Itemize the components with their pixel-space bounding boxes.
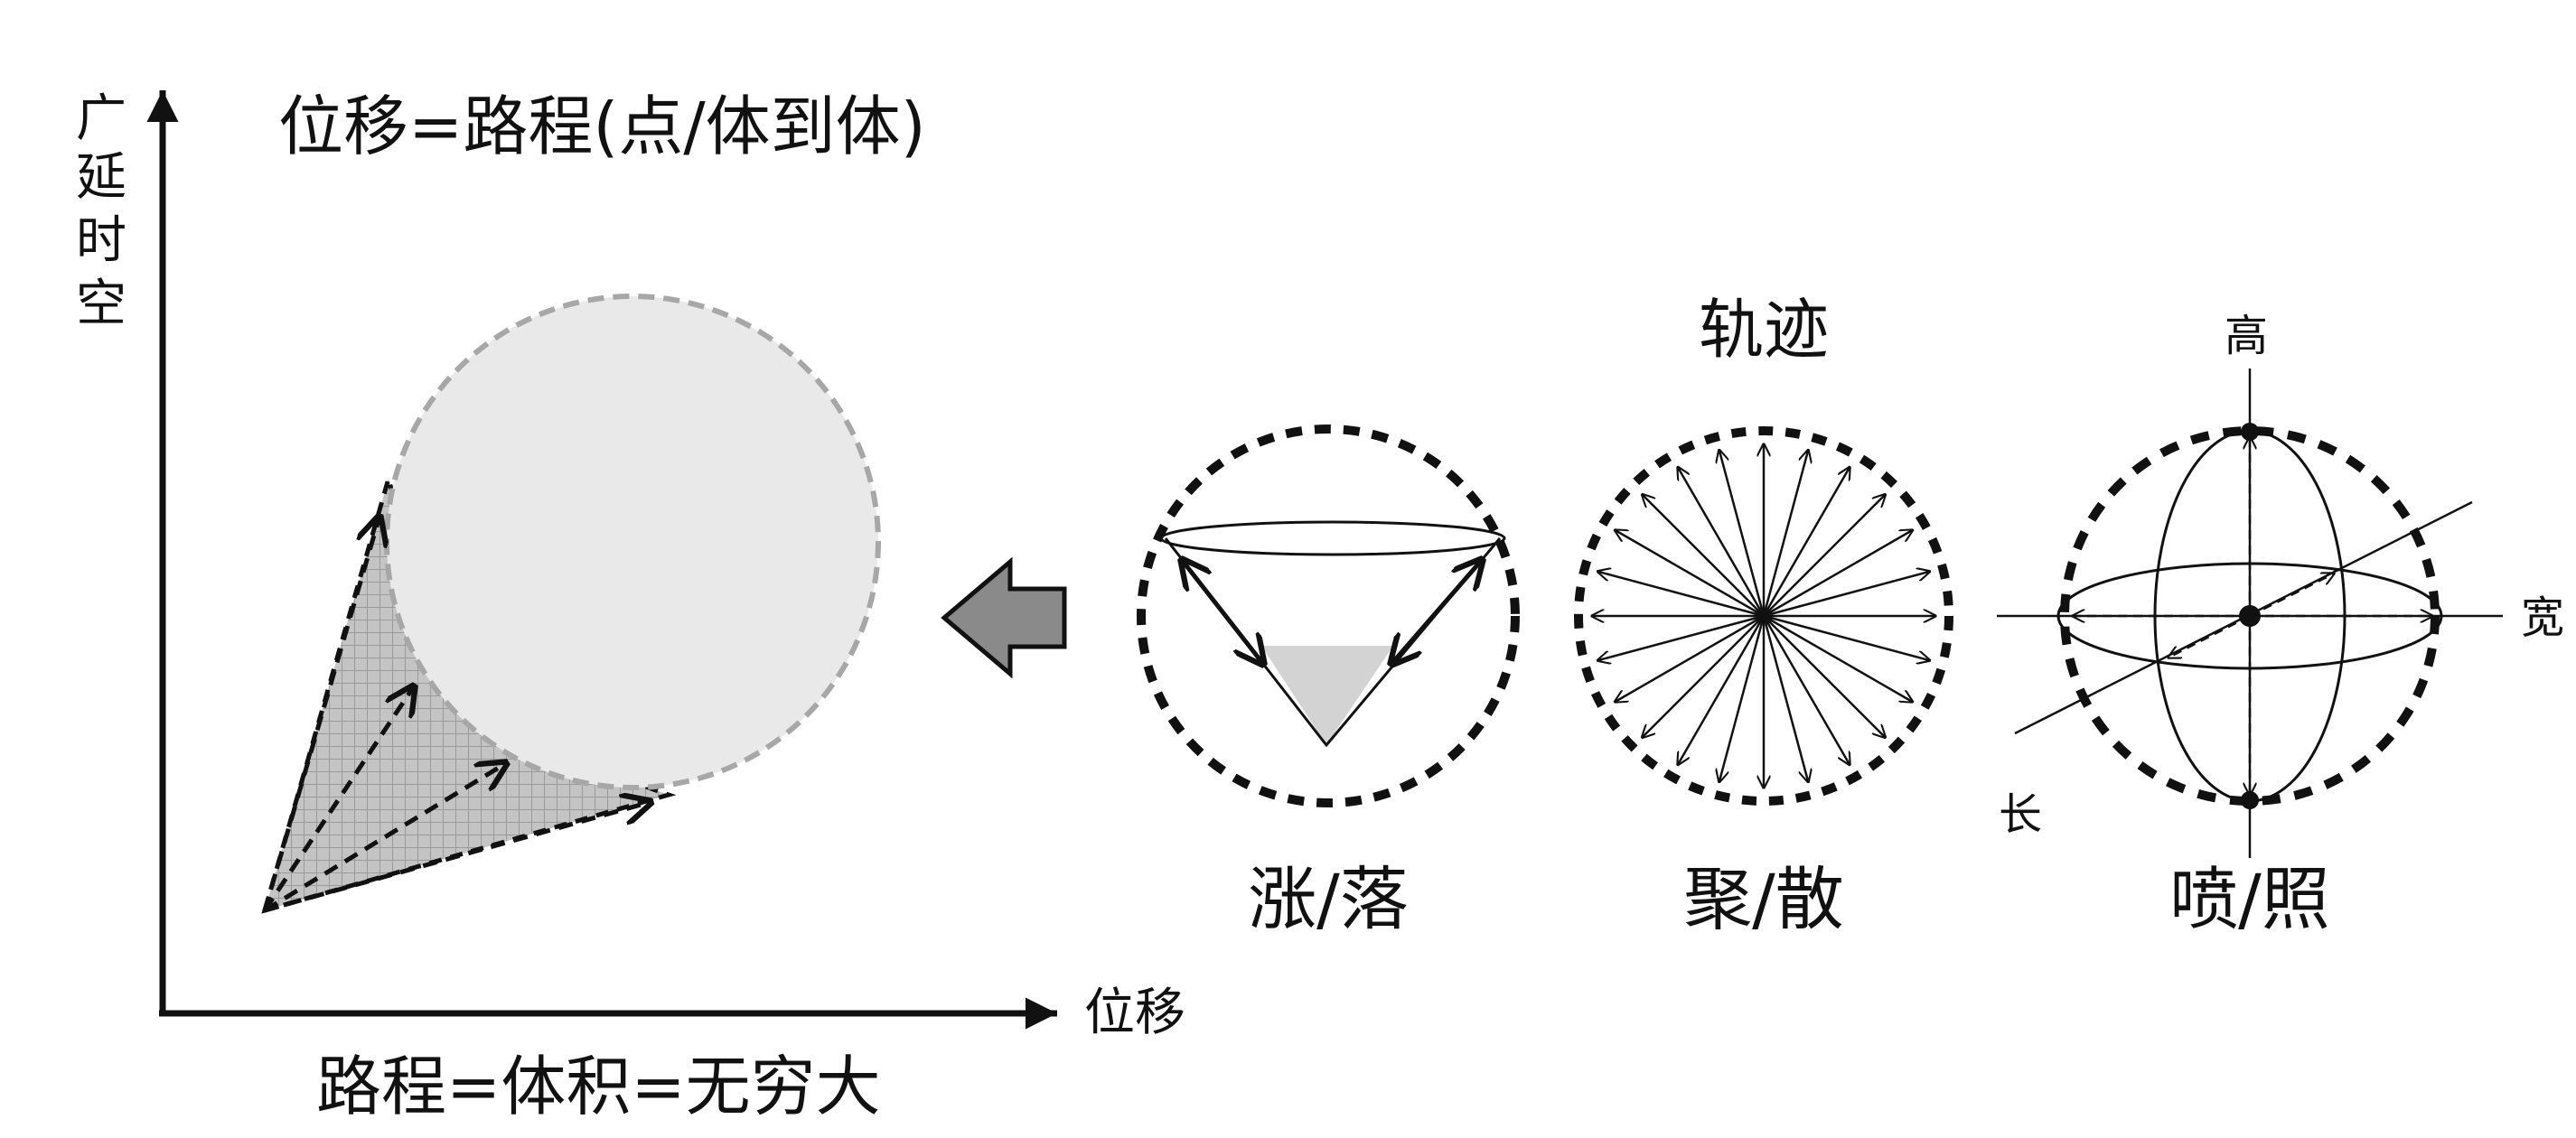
radial-arrow [1762, 468, 1850, 617]
radial-arrow [1598, 614, 1765, 660]
panel1-boundary [1137, 424, 1520, 807]
radial-arrow [1643, 495, 1765, 617]
radial-arrow [1678, 468, 1766, 617]
center-point [2239, 605, 2261, 627]
displacement-arrow-1 [262, 517, 379, 911]
radial-arrow [1616, 530, 1765, 618]
panel1-arrow-left [1182, 560, 1263, 664]
y-axis-char-4: 空 [76, 275, 126, 333]
panel1-water [1261, 646, 1393, 745]
block-arrow-left-icon [941, 556, 1067, 679]
panel1-label: 涨/落 [1248, 859, 1409, 939]
radial-arrow [1762, 615, 1808, 782]
top-title: 位移=路程(点/体到体) [278, 89, 926, 164]
top-pole [2241, 423, 2259, 441]
y-axis-char-2: 延 [76, 148, 126, 207]
x-axis-label: 位移 [1084, 984, 1185, 1042]
panel2-boundary [1574, 426, 1953, 806]
displacement-arrow-4 [264, 802, 651, 913]
radial-arrow [1763, 530, 1913, 618]
radial-arrow [1762, 451, 1808, 617]
radial-arrow [1616, 614, 1765, 702]
panel1-arrow-right [1391, 560, 1482, 664]
panel-rise-fall: 涨/落 [1137, 424, 1520, 939]
radial-arrow [1763, 614, 1913, 702]
panel1-rim [1159, 520, 1506, 556]
radial-arrow [1763, 615, 1885, 737]
arrow-front [2169, 614, 2251, 658]
y-axis-label: 广 延 时 空 [76, 89, 126, 333]
bottom-pole [2241, 791, 2259, 809]
y-axis-char-3: 时 [76, 211, 126, 270]
y-axis-char-1: 广 [76, 89, 126, 148]
volume-bubble [384, 294, 881, 790]
radial-arrow [1719, 615, 1766, 782]
bottom-title: 路程=体积=无穷大 [316, 1049, 881, 1124]
displacement-arrow-2 [262, 686, 414, 912]
radial-arrow [1643, 615, 1765, 737]
height-label: 高 [2225, 311, 2268, 361]
arrow-back [2249, 574, 2334, 618]
radial-arrow [1763, 495, 1885, 617]
radial-arrow [1719, 451, 1766, 617]
displacement-arrows [262, 517, 651, 913]
panel2-radial-arrows [1592, 444, 1935, 788]
panel2-label: 聚/散 [1683, 859, 1844, 939]
displacement-arrow-3 [263, 763, 506, 913]
width-label: 宽 [2521, 592, 2564, 643]
trajectory-label: 轨迹 [1699, 292, 1829, 368]
panel-gather-scatter: 聚/散 [1574, 426, 1953, 939]
panel3-label: 喷/照 [2169, 859, 2330, 939]
radial-arrow [1763, 614, 1930, 660]
panel3-dashed-arrows [2073, 437, 2432, 795]
panel-spray-shine: 高 宽 长 喷/照 [1997, 311, 2564, 939]
radial-arrow [1678, 615, 1766, 765]
length-label: 长 [1999, 789, 2042, 840]
radial-arrow [1763, 572, 1930, 618]
radial-arrow [1762, 615, 1850, 765]
radial-arrow [1598, 572, 1765, 618]
